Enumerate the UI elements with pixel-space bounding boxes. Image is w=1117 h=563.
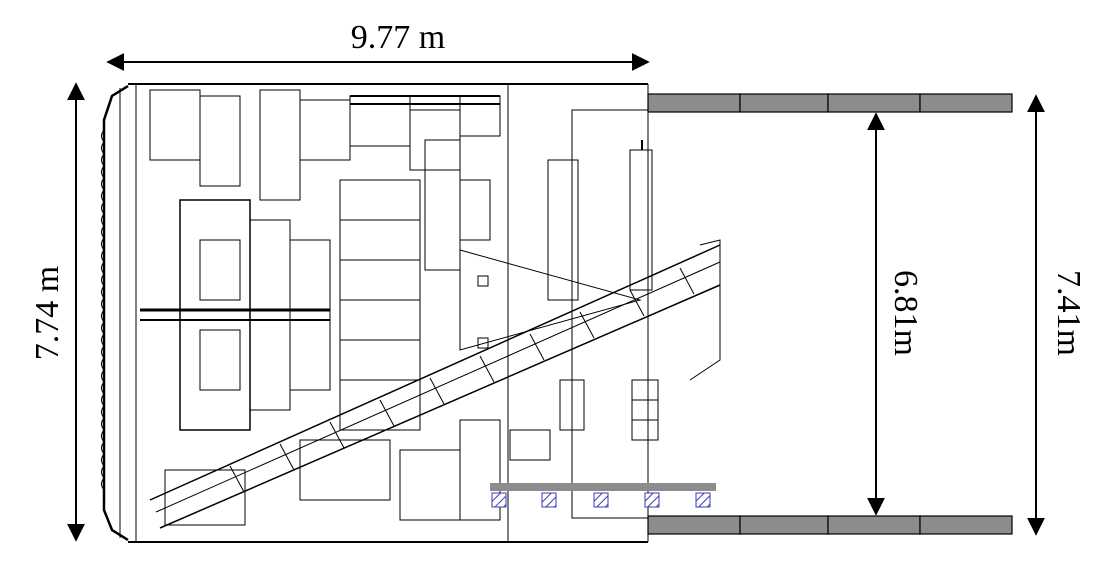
inner-diameter-label: 6.81m [887, 270, 924, 356]
dimension-outer-diameter: 7.41m [1027, 94, 1087, 536]
support-block [644, 492, 660, 508]
lower-ladder [631, 379, 659, 441]
lower-block [399, 449, 461, 521]
middle-frame [339, 179, 421, 431]
outer-diameter-label: 7.41m [1050, 270, 1087, 356]
lining-segment [647, 93, 741, 113]
screw-flight [629, 289, 645, 317]
segment-carrier [490, 483, 716, 508]
support-block [491, 492, 507, 508]
motor-block [289, 239, 331, 391]
small-square [477, 275, 489, 287]
upper-block [259, 89, 301, 201]
screw-flight [379, 399, 395, 427]
upper-block [199, 95, 241, 187]
screw-conveyor-edge [149, 244, 721, 501]
lining-segment [739, 515, 829, 535]
support-block [541, 492, 557, 508]
support-block [695, 492, 711, 508]
length-label: 9.77 m [351, 19, 445, 56]
conveyor-discharge [689, 239, 721, 381]
lining-segment [827, 515, 921, 535]
lower-block [299, 439, 391, 501]
lining-segment [827, 93, 921, 113]
dimension-length: 9.77 m [106, 19, 650, 71]
drive-unit [199, 329, 241, 391]
support-block [593, 492, 609, 508]
screw-conveyor-axis [155, 261, 721, 513]
screw-conveyor-edge [159, 284, 721, 529]
lining-segment [919, 93, 1013, 113]
dimension-inner-diameter: 6.81m [867, 112, 924, 516]
tbm-machine [101, 83, 721, 543]
screw-flight [279, 443, 295, 471]
support-bar [490, 483, 716, 491]
main-drive [179, 199, 251, 431]
lower-block [459, 419, 501, 521]
erector-arm [547, 159, 579, 301]
lower-ladder [559, 379, 585, 431]
small-square [477, 337, 489, 349]
conveyor-housing [164, 469, 246, 526]
dimension-height: 7.74 m [29, 82, 85, 542]
screw-flight [429, 377, 445, 405]
screw-flight [529, 333, 545, 361]
vertical-column [424, 139, 461, 271]
upper-block [459, 95, 501, 137]
lining-segment [647, 515, 741, 535]
lower-block [509, 429, 551, 461]
gearbox [249, 219, 291, 411]
erector-frame [571, 109, 649, 519]
screw-flight [479, 355, 495, 383]
cutterhead-outline [102, 84, 129, 542]
screw-flight [679, 267, 695, 295]
side-block [459, 179, 491, 241]
erector-arm [629, 149, 653, 291]
erector-wedge [459, 249, 642, 351]
lining-segment [919, 515, 1013, 535]
screw-flight [579, 311, 595, 339]
lining-top [647, 93, 1013, 113]
lining-bottom [647, 515, 1013, 535]
screw-flight [329, 421, 345, 449]
upper-block [299, 99, 351, 161]
upper-block [149, 89, 201, 161]
cutter-teeth [101, 129, 105, 491]
height-label: 7.74 m [29, 266, 66, 360]
drive-unit [199, 239, 241, 301]
lining-segment [739, 93, 829, 113]
